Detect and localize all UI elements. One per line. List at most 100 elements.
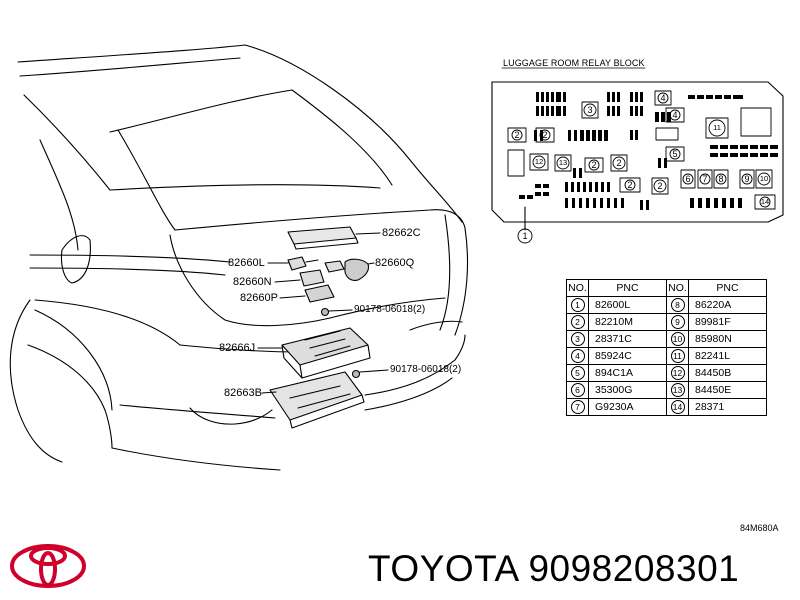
relay-box — [554, 154, 572, 172]
table-cell-pnc: 894C1A — [588, 364, 667, 382]
fuse-mark — [536, 92, 539, 102]
footer-part-title: TOYOTA 9098208301 — [368, 548, 739, 590]
car-body-lines — [9, 44, 469, 471]
relay-number: 12 — [534, 157, 544, 166]
table-cell-no: 6 — [566, 381, 589, 399]
fuse-mark — [760, 153, 768, 157]
fuse-mark — [580, 130, 584, 141]
table-cell-no: 10 — [666, 330, 689, 348]
part-82663B-drawing — [261, 371, 365, 429]
relay-box — [535, 127, 555, 143]
relay-number-circle — [517, 228, 533, 244]
fuse-mark — [565, 198, 568, 208]
fuse-mark — [586, 198, 589, 208]
fuse-mark — [572, 198, 575, 208]
fuse-mark — [730, 145, 738, 149]
relay-number: 7 — [702, 174, 708, 184]
relay-number: 2 — [616, 158, 622, 168]
table-cell-pnc: 84450E — [688, 381, 767, 399]
relay-number-circle — [556, 156, 570, 170]
table-cell-no: 5 — [566, 364, 589, 382]
table-cell-pnc: 28371 — [688, 398, 767, 416]
relay-number: 13 — [558, 158, 568, 167]
relay-number-circle — [682, 173, 694, 185]
relay-number: 2 — [657, 181, 663, 191]
relay-number: 4 — [660, 93, 666, 103]
fuse-mark — [724, 95, 731, 99]
circled-number: 10 — [670, 332, 685, 346]
fuse-mark — [593, 198, 596, 208]
table-cell-no: 4 — [566, 347, 589, 365]
circled-number: 2 — [570, 315, 585, 329]
fuse-mark — [635, 130, 638, 140]
fuse-mark — [646, 200, 649, 210]
fuse-mark — [760, 145, 768, 149]
relay-block-diagram — [491, 67, 784, 244]
relay-number-circle — [539, 129, 551, 141]
fuse-mark — [661, 112, 665, 122]
fuse-mark — [535, 192, 541, 196]
circled-number: 8 — [670, 298, 685, 312]
fuse-mark — [607, 92, 610, 102]
relay-number-circle — [699, 173, 711, 185]
toyota-logo-icon — [10, 544, 86, 588]
relay-number: 3 — [587, 105, 593, 115]
fuse-mark — [543, 184, 549, 188]
table-cell-pnc: 86220A — [688, 296, 767, 314]
circled-number: 11 — [670, 349, 685, 363]
fuse-mark — [750, 145, 758, 149]
relay-number: 9 — [744, 174, 750, 184]
table-cell-pnc: 82600L — [588, 296, 667, 314]
relay-box — [654, 90, 672, 106]
relay-block-title: LUGGAGE ROOM RELAY BLOCK — [503, 58, 645, 68]
callout-90178-lower: 90178-06018(2) — [390, 364, 462, 375]
fuse-mark — [621, 198, 624, 208]
relay-number-circle — [624, 179, 636, 191]
fuse-mark — [730, 153, 738, 157]
table-cell-no: 11 — [666, 347, 689, 365]
fuse-mark — [595, 182, 598, 192]
relay-number: 1 — [522, 231, 528, 241]
fuse-mark — [592, 130, 596, 141]
relay-number-circle — [588, 159, 600, 171]
table-cell-no: 12 — [666, 364, 689, 382]
fuse-mark — [664, 158, 667, 168]
callout-82660L: 82660L — [228, 257, 265, 269]
fuse-mark — [563, 92, 566, 102]
relay-number-circle — [511, 129, 523, 141]
relay-box — [754, 194, 776, 210]
relay-box — [713, 169, 729, 189]
relay-number: 2 — [591, 160, 597, 170]
relay-box — [619, 177, 641, 193]
fuse-mark — [541, 106, 544, 116]
fuse-mark — [730, 198, 734, 208]
fuse-mark — [534, 130, 537, 141]
fuse-mark — [738, 198, 742, 208]
fuse-mark — [706, 95, 713, 99]
fuse-mark — [667, 112, 671, 122]
relay-box — [740, 107, 772, 137]
fuse-mark — [535, 184, 541, 188]
fuse-mark — [722, 198, 726, 208]
table-cell-pnc: 89981F — [688, 313, 767, 331]
relay-box — [507, 149, 525, 177]
relay-number-circle — [708, 119, 726, 137]
fuse-mark — [573, 168, 576, 178]
callout-82660Q: 82660Q — [375, 257, 415, 269]
fuse-mark — [546, 92, 549, 102]
footer-brand: TOYOTA — [368, 548, 518, 589]
fuse-mark — [568, 130, 571, 141]
relay-number-circle — [669, 109, 681, 121]
table-cell-no: 14 — [666, 398, 689, 416]
fuse-mark — [556, 106, 559, 116]
callout-82660N: 82660N — [233, 276, 272, 288]
fuse-mark — [630, 92, 633, 102]
fuse-mark — [607, 182, 610, 192]
pnc-table-header: NO. PNC NO. PNC — [566, 279, 767, 297]
relay-number: 4 — [672, 110, 678, 120]
